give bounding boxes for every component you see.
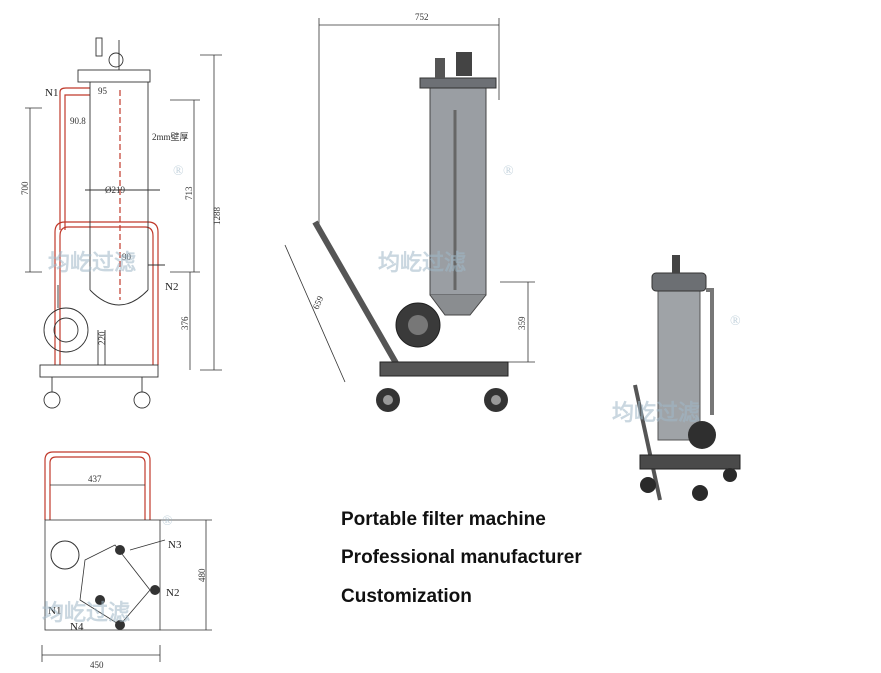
dim-437: 437 (88, 474, 102, 484)
label-n1-front: N1 (45, 87, 58, 99)
dim-450: 450 (90, 660, 104, 670)
label-n2-front: N2 (165, 281, 178, 293)
svg-text:均屹过滤: 均屹过滤 (612, 400, 700, 426)
dim-376: 376 (180, 316, 190, 330)
dim-700: 700 (20, 181, 30, 195)
feature-customization: Customization (341, 586, 472, 607)
svg-text:均屹过滤: 均屹过滤 (378, 250, 466, 276)
dim-752: 752 (415, 12, 429, 22)
dim-95: 95 (98, 86, 108, 96)
dim-90: 90 (122, 252, 132, 262)
dim-480: 480 (197, 568, 207, 582)
watermark-logo-3: 均屹过滤 ® (612, 314, 741, 426)
watermark-logo: 均屹过滤 ® (48, 164, 184, 276)
svg-text:®: ® (730, 314, 741, 329)
dim-659: 659 (311, 294, 326, 311)
dim-diameter-219: Ø219 (105, 185, 125, 195)
watermark-logo-2: 均屹过滤 ® (378, 164, 514, 276)
dim-220: 220 (97, 331, 107, 345)
dim-90-8: 90.8 (70, 116, 86, 126)
label-n1-top: N1 (48, 605, 61, 617)
label-n4: N4 (70, 621, 84, 633)
svg-text:®: ® (503, 164, 514, 179)
dim-1288: 1288 (212, 207, 222, 226)
dim-713: 713 (184, 186, 194, 200)
label-n2-top: N2 (166, 587, 179, 599)
label-n3: N3 (168, 539, 182, 551)
watermark-logo-4: 均屹过滤 ® (42, 514, 173, 626)
front-view-drawing: 1288 713 376 700 N1 N2 90.8 95 2mm壁厚 Ø21… (20, 37, 222, 409)
svg-text:®: ® (162, 514, 173, 529)
svg-text:®: ® (173, 164, 184, 179)
product-photo (633, 255, 741, 501)
watermark-text: 均屹过滤 (48, 250, 136, 276)
label-wall-thickness: 2mm壁厚 (152, 131, 189, 142)
side-view-drawing: 752 659 359 (284, 12, 535, 412)
top-view-drawing: 437 450 480 N3 N2 N1 N4 (41, 451, 212, 670)
feature-portable: Portable filter machine (341, 509, 546, 530)
feature-professional: Professional manufacturer (341, 547, 582, 568)
svg-text:均屹过滤: 均屹过滤 (42, 600, 130, 626)
dim-359: 359 (517, 316, 527, 330)
